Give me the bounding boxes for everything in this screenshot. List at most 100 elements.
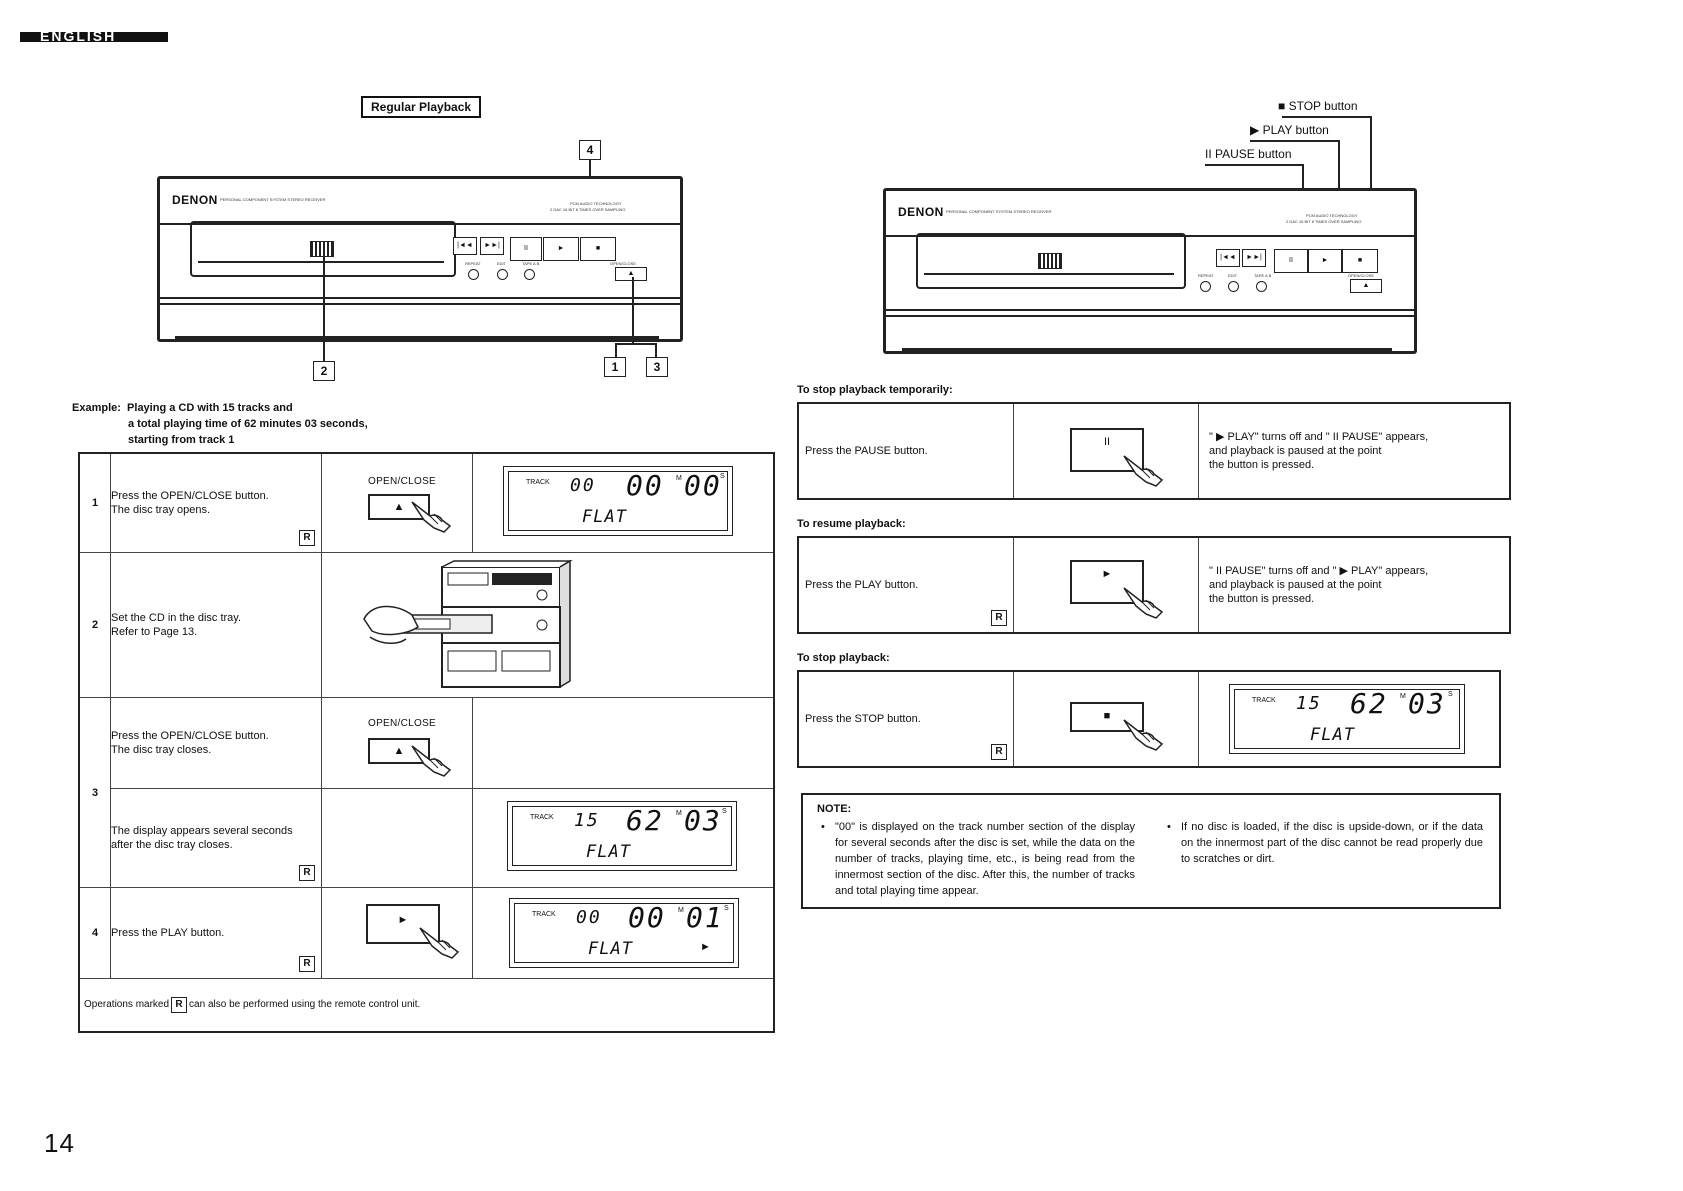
lcd-track-number: 15: [574, 810, 600, 831]
remote-mark: R: [171, 997, 188, 1013]
repeat-knob[interactable]: [468, 269, 479, 280]
section-title: Regular Playback: [361, 96, 482, 118]
remote-mark: R: [299, 956, 315, 972]
lcd-sound-mode: FLAT: [588, 939, 633, 959]
callout-2: 2: [313, 361, 335, 381]
lcd-sound-mode: FLAT: [586, 842, 631, 862]
stereo-system-illustration: [363, 559, 573, 688]
tape-knob[interactable]: [524, 269, 535, 280]
disc-tray: [916, 233, 1186, 289]
play-button[interactable]: ►: [543, 237, 579, 261]
lcd-display: TRACK 15 62 M 03 S FLAT: [507, 801, 737, 871]
step-description: Press the OPEN/CLOSE button. The disc tr…: [110, 697, 322, 789]
pause-illustration: II: [1013, 402, 1199, 500]
pointing-hand-icon: [1123, 719, 1164, 751]
resume-action: Press the PLAY button. R: [797, 536, 1014, 634]
stop-display: TRACK 15 62 M 03 S FLAT: [1198, 670, 1501, 768]
resume-result: " II PAUSE" turns off and " ▶ PLAY" appe…: [1198, 536, 1511, 634]
compact-disc-logo: [310, 241, 334, 257]
step-display: TRACK 00 00 M 01 S FLAT ►: [472, 887, 775, 979]
step-display: TRACK 00 00 M 00 S FLAT: [472, 452, 775, 553]
pause-button-callout: II PAUSE button: [1205, 147, 1292, 161]
lcd-track-number: 15: [1296, 693, 1322, 714]
player-body: DENON PERSONAL COMPONENT SYSTEM STEREO R…: [157, 176, 683, 342]
skip-back-button[interactable]: |◄◄: [453, 237, 477, 255]
pause-button-illustration: II: [1070, 428, 1144, 472]
lcd-sound-mode: FLAT: [582, 507, 627, 527]
remote-mark: R: [991, 744, 1007, 760]
edit-knob[interactable]: [1228, 281, 1239, 292]
brand-logo: DENON: [172, 193, 218, 207]
tape-knob[interactable]: [1256, 281, 1267, 292]
lcd-minutes: 00: [628, 901, 666, 934]
step-number: 4: [78, 887, 111, 979]
play-button-callout: ▶ PLAY button: [1250, 123, 1329, 137]
open-close-button[interactable]: ▲: [1350, 279, 1382, 293]
skip-forward-button[interactable]: ►►|: [480, 237, 504, 255]
lcd-sound-mode: FLAT: [1310, 725, 1355, 745]
lcd-display: TRACK 00 00 M 01 S FLAT ►: [509, 898, 739, 968]
note-left: • "00" is displayed on the track number …: [821, 821, 1135, 897]
skip-forward-button[interactable]: ►►|: [1242, 249, 1266, 267]
lcd-seconds: 03: [684, 804, 722, 837]
lcd-display: TRACK 00 00 M 00 S FLAT: [503, 466, 733, 536]
resume-table: Press the PLAY button. R ► " II PAUSE" t…: [797, 536, 1511, 634]
callout-1: 1: [604, 357, 626, 377]
step-description: Press the PLAY button. R: [110, 887, 322, 979]
step-row-3: 3 Press the OPEN/CLOSE button. The disc …: [78, 697, 775, 888]
pointing-hand-icon: [419, 927, 460, 959]
step-number: 2: [78, 552, 111, 698]
stop-table: Press the STOP button. R ■ TRACK 15 62 M…: [797, 670, 1501, 768]
pointing-hand-icon: [1123, 455, 1164, 487]
play-button-illustration: ►: [366, 904, 440, 944]
step-number: 1: [78, 452, 111, 553]
example-description: Example: Playing a CD with 15 tracks and…: [72, 402, 368, 446]
open-close-button-illustration: ▲: [368, 494, 430, 520]
step-action: OPEN/CLOSE ▲: [321, 697, 473, 789]
steps-table: 1 Press the OPEN/CLOSE button. The disc …: [78, 452, 775, 1033]
stop-illustration: ■: [1013, 670, 1199, 768]
resume-illustration: ►: [1013, 536, 1199, 634]
step-description: Set the CD in the disc tray. Refer to Pa…: [110, 552, 322, 698]
play-button[interactable]: ►: [1308, 249, 1342, 273]
callout-3: 3: [646, 357, 668, 377]
repeat-knob[interactable]: [1200, 281, 1211, 292]
lcd-minutes: 62: [1350, 687, 1388, 720]
pause-button[interactable]: II: [510, 237, 542, 261]
step-action: OPEN/CLOSE ▲: [321, 452, 473, 553]
remote-mark: R: [991, 610, 1007, 626]
stop-button[interactable]: ■: [1342, 249, 1378, 273]
step-row-4: 4 Press the PLAY button. R ► TRACK 00 00…: [78, 887, 775, 979]
pointing-hand-icon: [1123, 587, 1164, 619]
open-close-button[interactable]: ▲: [615, 267, 647, 281]
pointing-hand-icon: [411, 745, 452, 777]
step-illustration: [321, 552, 775, 698]
skip-back-button[interactable]: |◄◄: [1216, 249, 1240, 267]
edit-knob[interactable]: [497, 269, 508, 280]
lcd-minutes: 00: [626, 469, 664, 502]
callout-4: 4: [579, 140, 601, 160]
pause-table: Press the PAUSE button. II " ▶ PLAY" tur…: [797, 402, 1511, 500]
lcd-seconds: 03: [1408, 687, 1446, 720]
step-display: TRACK 15 62 M 03 S FLAT: [472, 788, 775, 888]
page-number: 14: [44, 1128, 75, 1158]
note-title: NOTE:: [817, 803, 852, 815]
lcd-track-number: 00: [576, 907, 602, 928]
brand-logo: DENON: [898, 205, 944, 219]
pause-action: Press the PAUSE button.: [797, 402, 1014, 500]
stop-action: Press the STOP button. R: [797, 670, 1014, 768]
lcd-seconds: 01: [686, 901, 724, 934]
step-description: Press the OPEN/CLOSE button. The disc tr…: [110, 452, 322, 553]
step-row-3-display: The display appears several seconds afte…: [79, 788, 775, 888]
step-number: 3: [78, 697, 111, 888]
pause-button[interactable]: II: [1274, 249, 1308, 273]
stop-button[interactable]: ■: [580, 237, 616, 261]
lcd-track-number: 00: [570, 475, 596, 496]
lcd-display: TRACK 15 62 M 03 S FLAT: [1229, 684, 1465, 754]
resume-section-heading: To resume playback:: [797, 518, 906, 530]
step-row-1: 1 Press the OPEN/CLOSE button. The disc …: [78, 452, 775, 553]
open-close-button-illustration: ▲: [368, 738, 430, 764]
step-row-2: 2 Set the CD in the disc tray. Refer to …: [78, 552, 775, 698]
